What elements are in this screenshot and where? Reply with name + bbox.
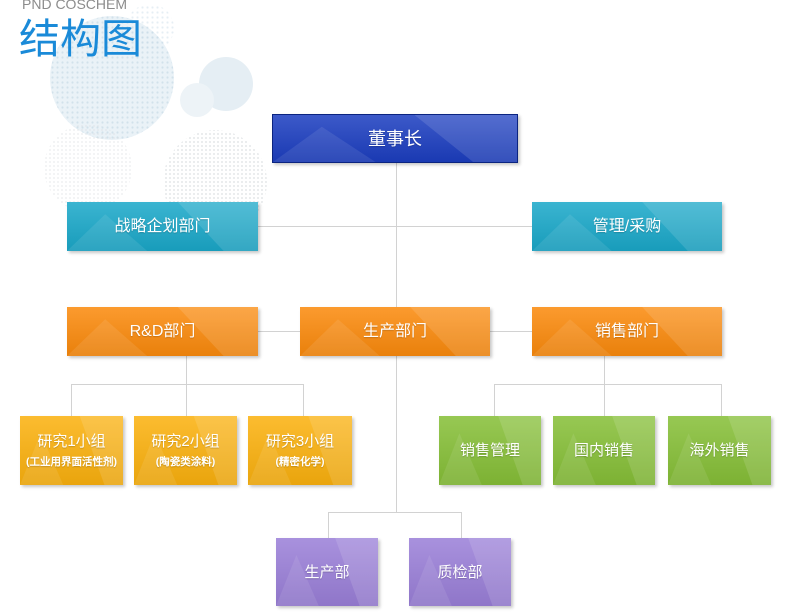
org-node-sales-department: 销售部门 [532, 307, 722, 356]
org-node-research-group-3: 研究3小组 (精密化学) [248, 416, 352, 485]
node-label: 质检部 [437, 563, 483, 581]
node-label: 战略企划部门 [114, 217, 211, 235]
node-note: (工业用界面活性剂) [26, 456, 117, 468]
node-label: 管理/采购 [592, 217, 662, 235]
node-label: 国内销售 [573, 442, 634, 459]
node-label: 董事长 [368, 128, 422, 149]
org-node-sales-management: 销售管理 [439, 416, 541, 485]
org-node-research-group-2: 研究2小组 (陶瓷类涂料) [134, 416, 237, 485]
node-note: (精密化学) [275, 456, 325, 468]
org-node-research-group-1: 研究1小组 (工业用界面活性剂) [20, 416, 123, 485]
org-node-quality-inspection: 质检部 [409, 538, 511, 606]
org-node-strategy-planning: 战略企划部门 [67, 202, 258, 251]
node-label: 销售部门 [594, 322, 659, 340]
node-note: (陶瓷类涂料) [155, 456, 216, 468]
decorative-circle [180, 83, 214, 117]
node-label: 海外销售 [689, 442, 750, 459]
company-name: PND COSCHEM [22, 0, 128, 12]
org-node-production-department: 生产部门 [300, 307, 490, 356]
decorative-circle [126, 4, 174, 52]
decorative-circle [44, 124, 132, 212]
org-node-rnd-department: R&D部门 [67, 307, 258, 356]
org-node-domestic-sales: 国内销售 [553, 416, 655, 485]
org-node-management-purchasing: 管理/采购 [532, 202, 722, 251]
node-label: R&D部门 [129, 322, 196, 340]
node-label: 研究1小组 [37, 433, 106, 450]
org-node-overseas-sales: 海外销售 [668, 416, 771, 485]
org-node-production-unit: 生产部 [276, 538, 378, 606]
page-title: 结构图 [19, 16, 142, 62]
node-label: 生产部门 [362, 322, 427, 340]
org-node-chairman: 董事长 [272, 114, 518, 163]
node-label: 生产部 [304, 563, 350, 581]
node-label: 研究3小组 [265, 433, 335, 450]
node-label: 销售管理 [459, 442, 520, 459]
node-label: 研究2小组 [151, 433, 220, 450]
